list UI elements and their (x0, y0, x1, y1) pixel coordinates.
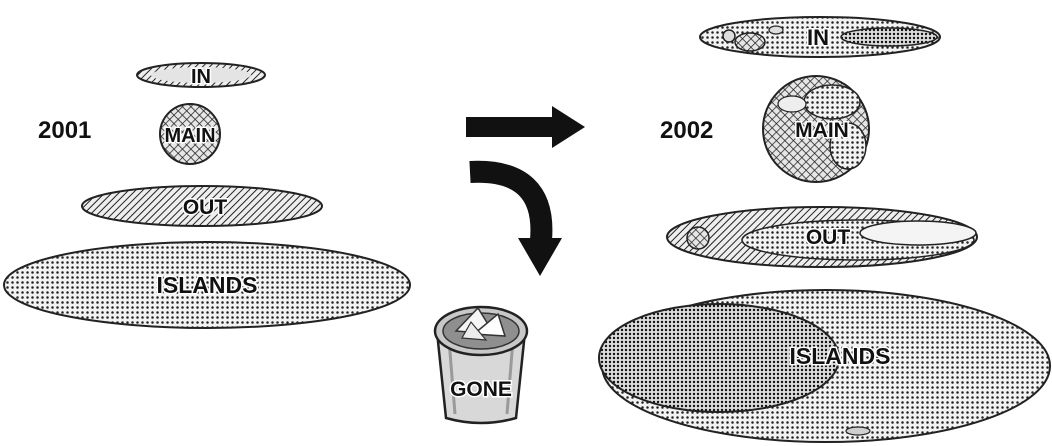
trash-can-icon: GONE (435, 307, 527, 423)
label-out-2002: OUT (806, 226, 851, 249)
component-out-2002: OUT (667, 207, 977, 267)
component-in-2001: IN (137, 63, 265, 88)
component-islands-2002: ISLANDS (599, 290, 1050, 442)
label-gone: GONE (450, 378, 512, 401)
label-main-2001: MAIN (164, 125, 215, 147)
label-in-2001: IN (191, 66, 211, 88)
curved-arrow-down-icon (470, 172, 562, 276)
component-main-2002: MAIN (763, 76, 869, 182)
panel-2001: 2001 IN MAIN OUT ISLANDS (4, 63, 410, 328)
arrow-right-icon (466, 106, 585, 148)
label-islands-2001: ISLANDS (157, 272, 258, 298)
label-out-2001: OUT (183, 196, 228, 219)
label-islands-2002: ISLANDS (790, 343, 891, 369)
panel-2002: 2002 IN MAIN OUT ISLANDS (599, 17, 1050, 442)
label-in-2002: IN (807, 25, 829, 50)
component-islands-2001: ISLANDS (4, 242, 410, 328)
label-main-2002: MAIN (795, 119, 849, 142)
year-label-2002: 2002 (660, 117, 713, 144)
component-main-2001: MAIN (160, 104, 220, 164)
year-label-2001: 2001 (38, 117, 91, 144)
component-in-2002: IN (700, 17, 940, 57)
component-out-2001: OUT (82, 186, 322, 226)
